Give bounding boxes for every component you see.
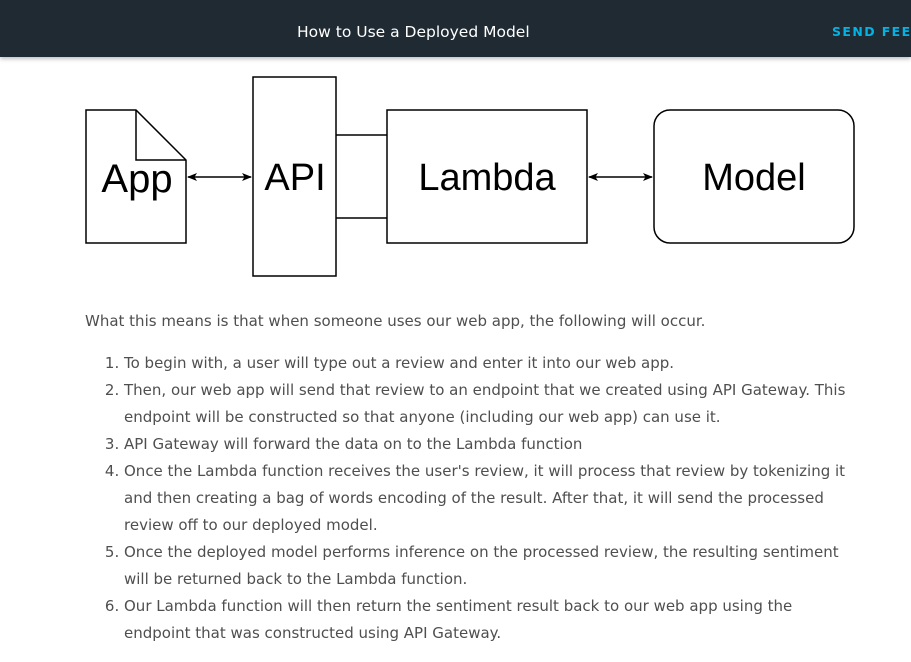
- list-item: API Gateway will forward the data on to …: [124, 431, 854, 458]
- model-node-label: Model: [702, 157, 806, 199]
- app-node: App: [85, 109, 187, 244]
- steps-list: To begin with, a user will type out a re…: [124, 350, 854, 647]
- list-item: Once the Lambda function receives the us…: [124, 458, 854, 539]
- model-node: Model: [653, 109, 855, 244]
- page-title: How to Use a Deployed Model: [297, 23, 530, 41]
- list-item: Our Lambda function will then return the…: [124, 593, 854, 647]
- architecture-diagram: App API Lambda Model: [85, 76, 855, 277]
- api-node: API: [252, 76, 337, 277]
- top-bar: How to Use a Deployed Model SEND FEED: [0, 0, 911, 57]
- list-item: To begin with, a user will type out a re…: [124, 350, 854, 377]
- list-item: Once the deployed model performs inferen…: [124, 539, 854, 593]
- lambda-node: Lambda: [386, 109, 588, 244]
- list-item: Then, our web app will send that review …: [124, 377, 854, 431]
- intro-paragraph: What this means is that when someone use…: [85, 312, 706, 330]
- app-node-label: App: [101, 157, 172, 201]
- api-node-label: API: [264, 157, 325, 199]
- lambda-node-label: Lambda: [418, 157, 556, 199]
- send-feedback-button[interactable]: SEND FEED: [832, 24, 911, 39]
